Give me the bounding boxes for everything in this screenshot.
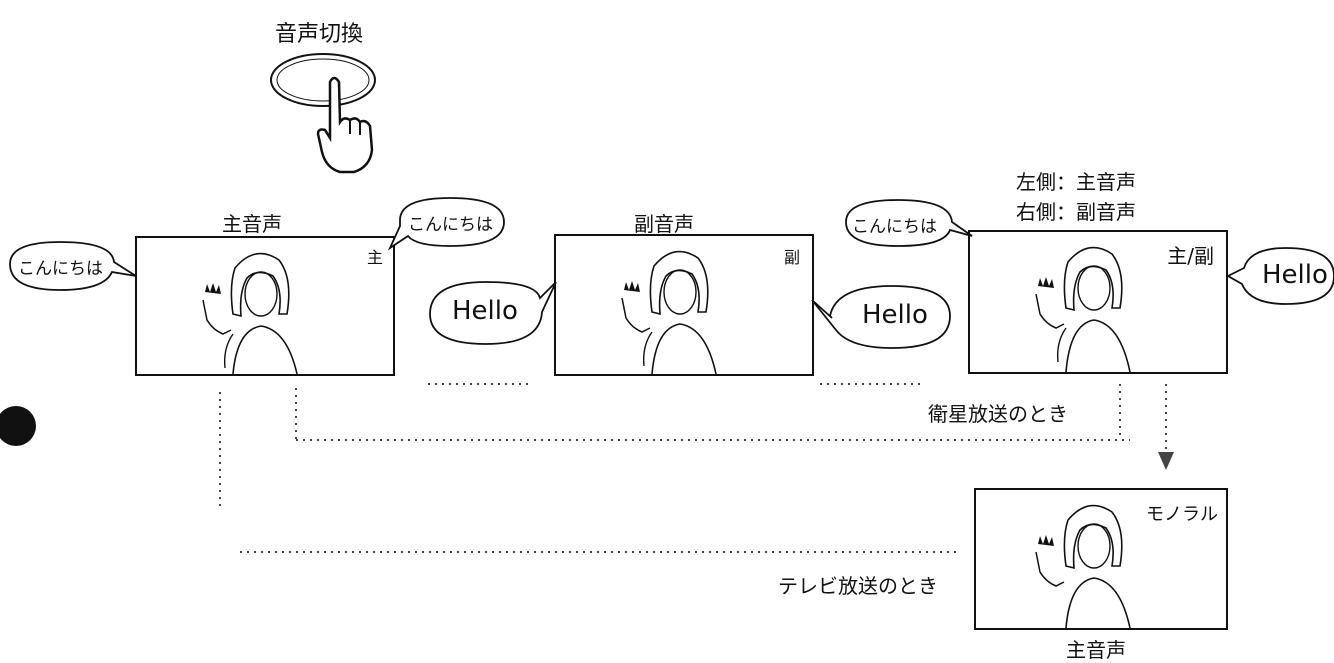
tv-screen-main: 主	[135, 236, 395, 376]
satellite-broadcast-label: 衛星放送のとき	[928, 402, 1068, 426]
tv-screen-main-sub: 主/副	[968, 230, 1228, 374]
bubble-hello-en-1: Hello	[452, 296, 518, 326]
black-dot-icon	[0, 406, 36, 446]
audio-switch-label: 音声切換	[275, 22, 364, 47]
audio-switch-button[interactable]	[268, 50, 380, 112]
bubble-hello-jp-1: こんにちは	[18, 259, 103, 279]
terrestrial-broadcast-label: テレビ放送のとき	[778, 574, 938, 598]
main-audio-bottom-label: 主音声	[1066, 638, 1126, 662]
screen-mark-sub: 副	[783, 248, 800, 267]
screen-mark-mono: モノラル	[1146, 504, 1218, 525]
bubble-hello-en-3: Hello	[1262, 260, 1328, 290]
bubble-hello-en-2: Hello	[862, 300, 928, 330]
tv-screen-sub: 副	[554, 234, 814, 376]
main-audio-label: 主音声	[222, 212, 282, 236]
screen-mark-main-sub: 主/副	[1167, 244, 1214, 268]
woman-waving-illustration	[621, 250, 717, 375]
sub-audio-label: 副音声	[634, 212, 694, 236]
left-side-label: 左側：主音声	[1016, 170, 1136, 194]
arrow-down-icon	[1158, 452, 1174, 470]
woman-waving-illustration	[202, 252, 298, 375]
woman-waving-illustration	[1035, 504, 1131, 629]
bubble-hello-jp-2: こんにちは	[408, 215, 493, 235]
pointing-hand-icon	[316, 76, 374, 174]
woman-waving-illustration	[1035, 246, 1131, 373]
screen-mark-main: 主	[366, 248, 383, 267]
right-side-label: 右側：副音声	[1016, 200, 1136, 224]
bubble-hello-jp-3: こんにちは	[852, 217, 937, 237]
tv-screen-mono: モノラル	[974, 488, 1228, 630]
